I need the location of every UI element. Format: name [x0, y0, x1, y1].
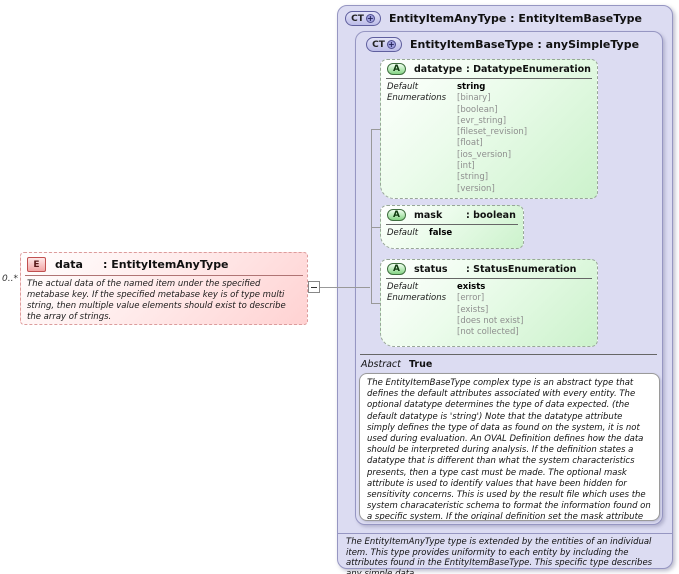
collapse-toggle[interactable] — [308, 281, 320, 293]
element-data-box[interactable]: E data : EntityItemAnyType The actual da… — [20, 252, 308, 325]
element-header: E data : EntityItemAnyType — [21, 253, 307, 274]
enumeration-value: [int] — [457, 161, 475, 172]
element-type: : EntityItemAnyType — [103, 258, 229, 271]
enumeration-value: [ios_version] — [457, 149, 512, 160]
complex-type-entityitembasetype-box: CT + EntityItemBaseType : anySimpleType … — [355, 31, 663, 525]
enumerations-label: Enumerations — [387, 293, 447, 304]
connector-line — [371, 129, 372, 304]
enumeration-list: [error][exists][does not exist][not coll… — [457, 293, 523, 338]
plus-icon: + — [386, 39, 396, 49]
enumeration-value: [binary] — [457, 93, 491, 104]
abstract-row: Abstract True — [361, 359, 432, 370]
enumeration-value: [string] — [457, 172, 489, 183]
attribute-facets: Default Enumerations exists [error][exis… — [381, 279, 597, 341]
abstract-value: True — [409, 359, 433, 370]
cardinality-label: 0..* — [2, 274, 18, 284]
attribute-mask-box[interactable]: A mask : boolean Default false — [380, 205, 524, 249]
attribute-separator — [386, 278, 592, 279]
enumerations-label: Enumerations — [387, 93, 447, 104]
attribute-icon: A — [387, 263, 406, 275]
abstract-separator — [360, 354, 657, 355]
enumeration-value: [float] — [457, 138, 483, 149]
connector-line — [371, 129, 381, 130]
outer-type-header: CT + EntityItemAnyType : EntityItemBaseT… — [345, 11, 642, 26]
attribute-type: : DatatypeEnumeration — [466, 63, 591, 75]
enumeration-list: [binary][boolean][evr_string][fileset_re… — [457, 93, 527, 195]
complex-type-icon[interactable]: CT + — [366, 37, 402, 52]
attribute-datatype-box[interactable]: A datatype : DatatypeEnumeration Default… — [380, 59, 598, 199]
attribute-name: status — [414, 263, 448, 275]
attribute-facets: Default Enumerations string [binary][boo… — [381, 79, 597, 198]
default-value: string — [457, 82, 486, 92]
default-label: Default — [387, 228, 419, 238]
enumeration-value: [boolean] — [457, 104, 498, 115]
attribute-name: mask — [414, 209, 443, 221]
attribute-type: : boolean — [466, 209, 516, 221]
complex-type-icon[interactable]: CT + — [345, 11, 381, 26]
attribute-header: A mask : boolean — [381, 206, 523, 222]
outer-type-title: EntityItemAnyType : EntityItemBaseType — [389, 12, 642, 25]
connector-line — [320, 287, 370, 288]
enumeration-value: [exists] — [457, 304, 489, 315]
default-value: exists — [457, 282, 486, 292]
connector-line — [371, 303, 381, 304]
attribute-facets: Default false — [381, 225, 523, 242]
enumeration-value: [version] — [457, 183, 495, 194]
complex-type-badge-label: CT — [351, 13, 364, 24]
element-separator — [25, 275, 303, 276]
enumeration-value: [does not exist] — [457, 315, 524, 326]
attribute-separator — [386, 78, 592, 79]
default-value: false — [429, 228, 453, 238]
plus-icon: + — [365, 13, 375, 23]
attribute-name: datatype — [414, 63, 463, 75]
element-name: data — [55, 258, 83, 271]
element-icon: E — [27, 257, 46, 272]
note-separator — [338, 533, 672, 534]
complex-type-badge-label: CT — [372, 39, 385, 50]
element-description: The actual data of the named item under … — [27, 279, 286, 322]
enumeration-value: [fileset_revision] — [457, 127, 528, 138]
minus-icon — [311, 286, 317, 288]
outer-type-documentation: The EntityItemAnyType type is extended b… — [346, 537, 653, 574]
abstract-label: Abstract — [361, 359, 401, 370]
attribute-icon: A — [387, 209, 406, 221]
inner-type-documentation: The EntityItemBaseType complex type is a… — [359, 373, 660, 521]
connector-line — [371, 227, 381, 228]
attribute-type: : StatusEnumeration — [466, 263, 577, 275]
default-label: Default — [387, 282, 419, 292]
enumeration-value: [evr_string] — [457, 115, 507, 126]
attribute-header: A status : StatusEnumeration — [381, 260, 597, 276]
attribute-status-box[interactable]: A status : StatusEnumeration Default Enu… — [380, 259, 598, 347]
inner-type-title: EntityItemBaseType : anySimpleType — [410, 38, 640, 51]
default-label: Default — [387, 82, 419, 92]
enumeration-value: [error] — [457, 293, 485, 304]
inner-type-header: CT + EntityItemBaseType : anySimpleType — [366, 37, 639, 52]
enumeration-value: [not collected] — [457, 327, 519, 338]
complex-type-entityitemanytype-box: CT + EntityItemAnyType : EntityItemBaseT… — [337, 5, 673, 574]
attribute-icon: A — [387, 63, 406, 75]
attribute-header: A datatype : DatatypeEnumeration — [381, 60, 597, 76]
attribute-separator — [386, 224, 518, 225]
